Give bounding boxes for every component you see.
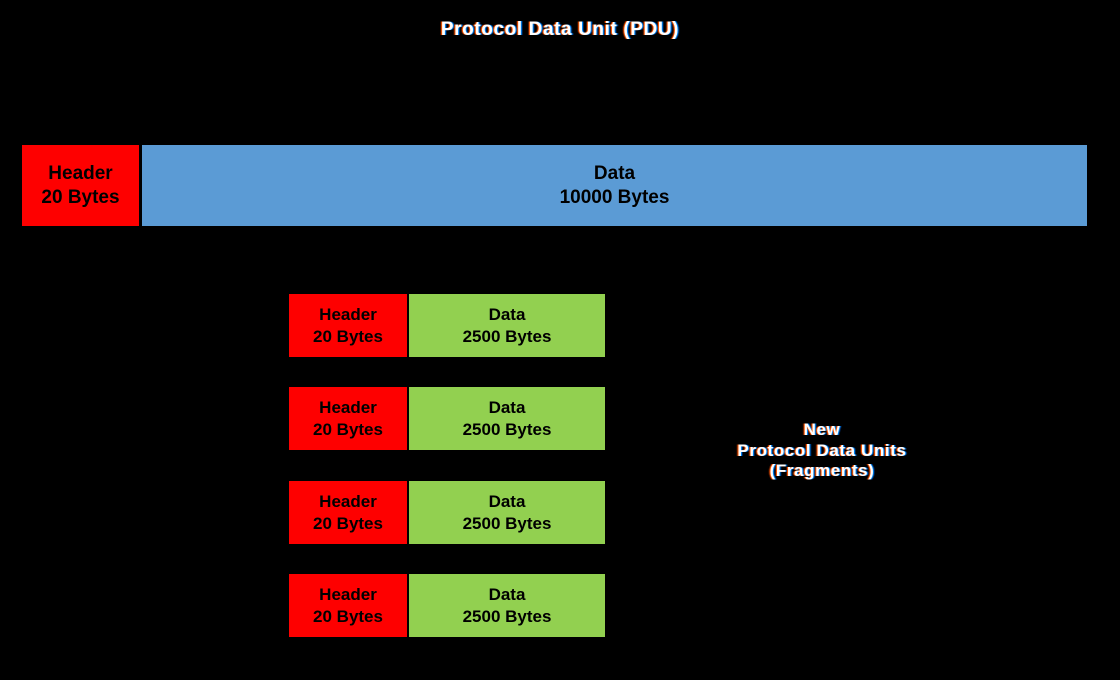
fragment-pdu-bar: Header 20 Bytes Data 2500 Bytes	[289, 387, 605, 450]
fragment-header-block: Header 20 Bytes	[289, 294, 407, 357]
fragment-header-label: Header	[319, 305, 377, 325]
fragment-header-size: 20 Bytes	[313, 326, 383, 346]
fragment-data-size: 2500 Bytes	[462, 419, 552, 439]
original-pdu-header-block: Header 20 Bytes	[22, 145, 139, 226]
fragment-pdu-bar: Header 20 Bytes Data 2500 Bytes	[289, 294, 605, 357]
fragment-pdu-bar: Header 20 Bytes Data 2500 Bytes	[289, 481, 605, 544]
fragment-pdu-bar: Header 20 Bytes Data 2500 Bytes	[289, 574, 605, 637]
fragment-header-label: Header	[319, 492, 377, 512]
fragment-header-block: Header 20 Bytes	[289, 387, 407, 450]
fragment-header-label: Header	[319, 398, 377, 418]
original-pdu-header-size: 20 Bytes	[41, 186, 120, 208]
fragment-data-size: 2500 Bytes	[462, 513, 552, 533]
fragment-header-label: Header	[319, 585, 377, 605]
fragment-header-size: 20 Bytes	[313, 513, 383, 533]
fragment-data-size: 2500 Bytes	[462, 606, 552, 626]
original-pdu-bar: Header 20 Bytes Data 10000 Bytes	[22, 145, 1087, 226]
original-pdu-header-label: Header	[48, 162, 113, 184]
fragment-header-size: 20 Bytes	[313, 419, 383, 439]
fragment-data-label: Data	[488, 492, 526, 512]
fragment-data-block: Data 2500 Bytes	[409, 481, 605, 544]
fragment-data-block: Data 2500 Bytes	[409, 294, 605, 357]
fragment-data-block: Data 2500 Bytes	[409, 574, 605, 637]
fragment-data-label: Data	[488, 305, 526, 325]
fragment-data-block: Data 2500 Bytes	[409, 387, 605, 450]
page-title: Protocol Data Unit (PDU)	[440, 19, 680, 40]
original-pdu-data-label: Data	[593, 162, 636, 184]
fragment-header-size: 20 Bytes	[313, 606, 383, 626]
fragments-caption: New Protocol Data Units (Fragments)	[737, 420, 907, 481]
fragment-data-label: Data	[488, 585, 526, 605]
fragment-header-block: Header 20 Bytes	[289, 481, 407, 544]
fragment-data-size: 2500 Bytes	[462, 326, 552, 346]
original-pdu-data-block: Data 10000 Bytes	[142, 145, 1087, 226]
fragment-header-block: Header 20 Bytes	[289, 574, 407, 637]
original-pdu-data-size: 10000 Bytes	[559, 186, 670, 208]
fragment-data-label: Data	[488, 398, 526, 418]
